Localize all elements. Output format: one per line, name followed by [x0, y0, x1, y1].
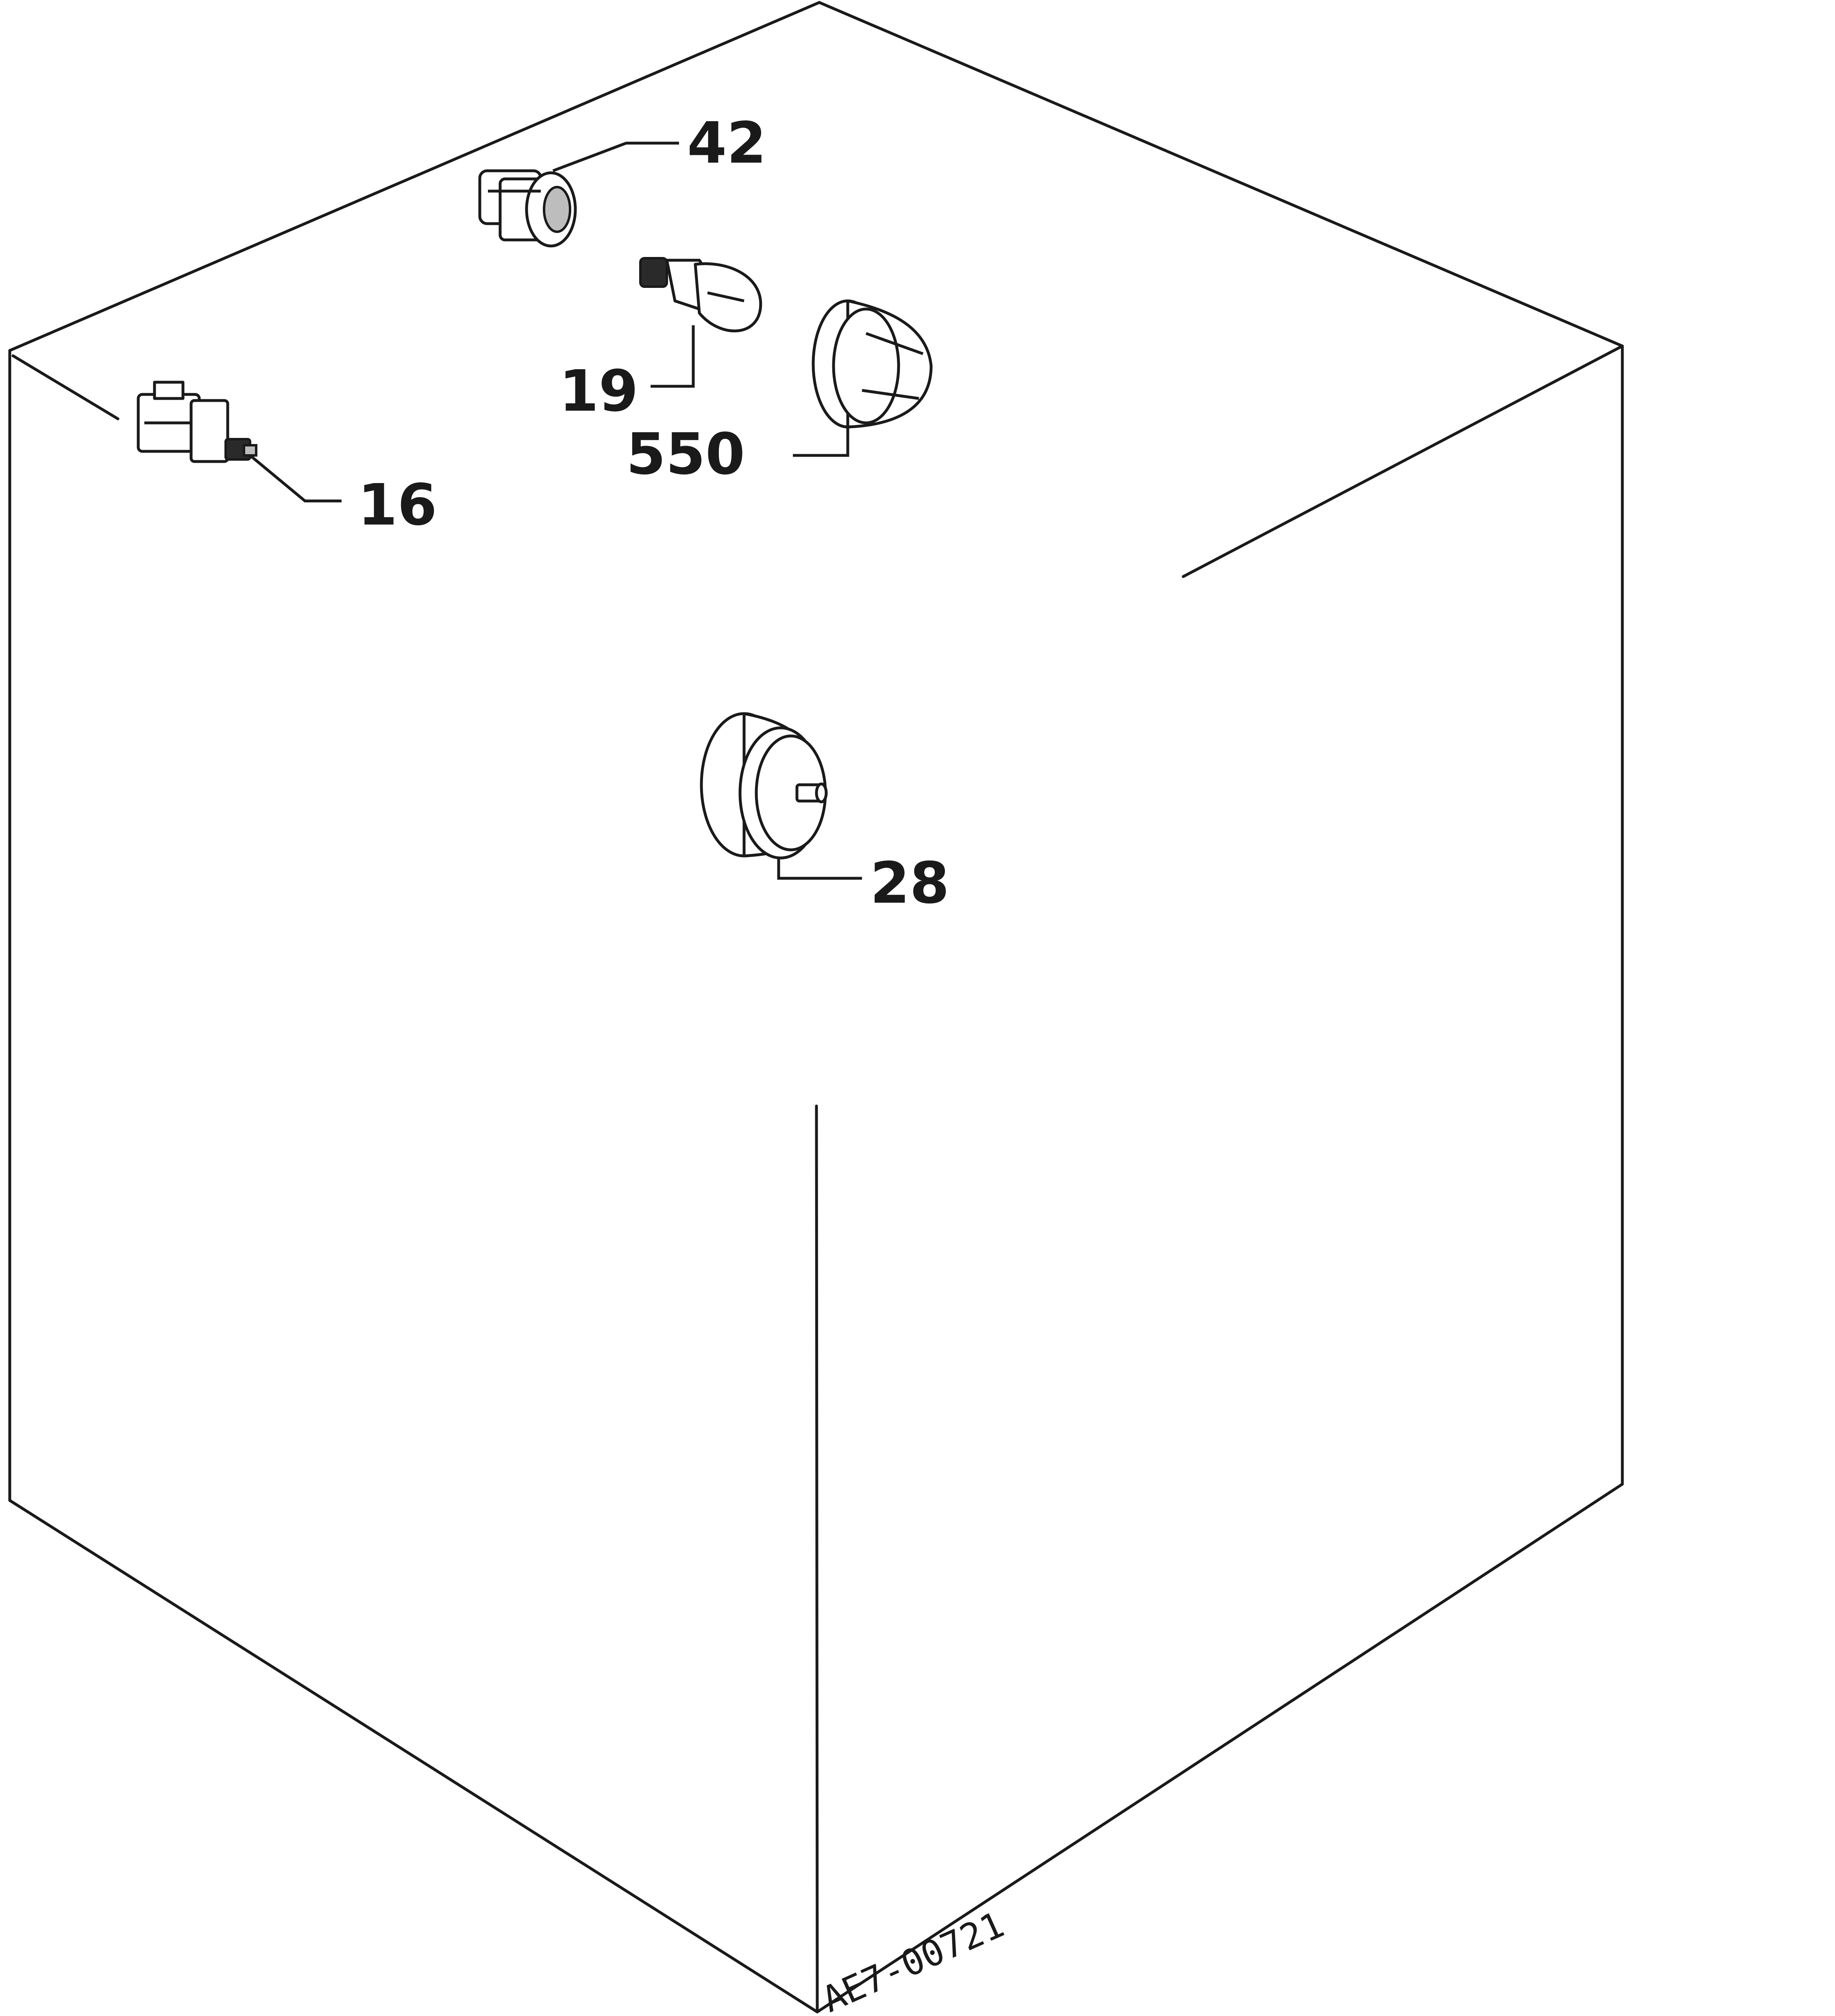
leader-16 [249, 454, 342, 503]
callout-16: 16 [358, 472, 437, 538]
callout-28: 28 [870, 850, 949, 917]
callout-19: 19 [559, 358, 638, 425]
lamp-holder-part-42 [478, 169, 577, 248]
knob-part-550 [812, 299, 933, 429]
timer-part-28 [700, 712, 828, 860]
bulb-part-19 [639, 257, 762, 333]
callout-42: 42 [687, 110, 766, 176]
drawing-code: AE7-00721 [816, 1903, 1010, 2016]
leader-550 [793, 427, 849, 457]
leader-19 [651, 325, 695, 388]
switch-part-16 [137, 381, 257, 463]
callout-550: 550 [626, 421, 745, 488]
leader-42 [552, 142, 679, 172]
cabinet-outline [8, 1, 1624, 2014]
leader-28 [777, 858, 862, 880]
